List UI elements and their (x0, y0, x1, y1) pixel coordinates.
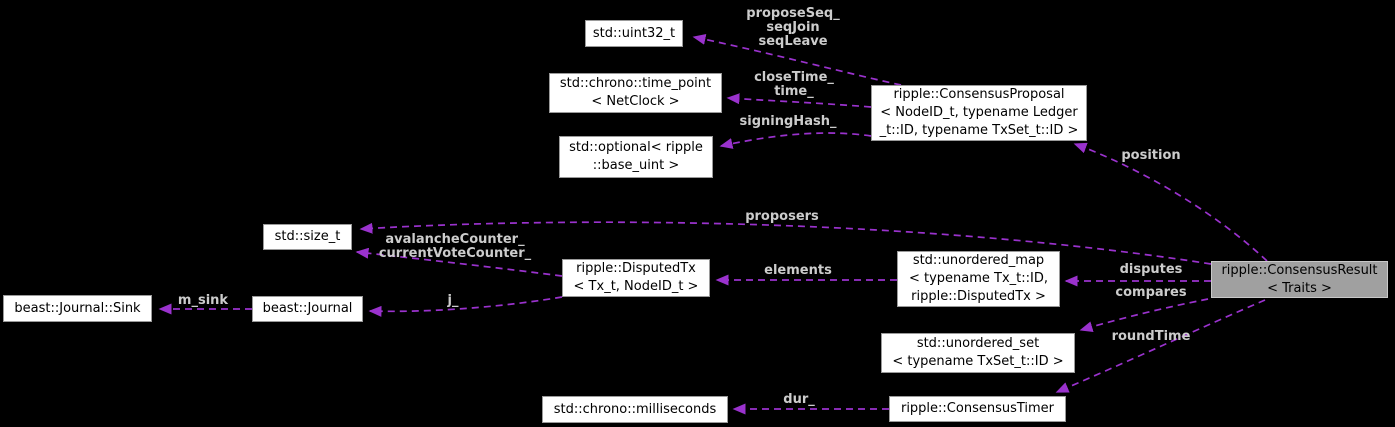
node-label: ripple::ConsensusTimer (900, 401, 1055, 416)
node-ripple-consensus-proposal[interactable]: ripple::ConsensusProposal < NodeID_t, ty… (871, 85, 1087, 141)
edge-compares (1079, 298, 1209, 333)
edge-signinghash (719, 132, 872, 149)
edge-roundtime (1055, 299, 1266, 393)
node-label: std::unordered_set (916, 336, 1040, 351)
edge-proposers (359, 221, 1212, 265)
edge-label-closetime: closeTime_ time_ (754, 70, 834, 99)
node-label: < Tx_t, NodeID_t > (573, 279, 699, 294)
node-label: beast::Journal::Sink (14, 300, 141, 316)
edge-j (368, 296, 563, 317)
node-label: < Traits > (1267, 280, 1332, 296)
node-label: _t::ID, typename TxSet_t::ID > (879, 123, 1079, 138)
node-label: < typename TxSet_t::ID > (892, 354, 1064, 369)
edge-avalanchecounter (355, 247, 563, 277)
edge-closetime (726, 93, 872, 108)
node-std-optional-base-uint[interactable]: std::optional< ripple ::base_uint > (559, 136, 713, 178)
node-label: std::optional< ripple (569, 140, 703, 155)
edge-label-msink: m_sink (177, 293, 229, 308)
edge-label-proposeseq: proposeSeq_ seqJoin seqLeave (746, 6, 840, 49)
edge-label-j: j_ (447, 293, 459, 308)
node-std-chrono-milliseconds[interactable]: std::chrono::milliseconds (542, 396, 728, 423)
node-beast-journal-sink[interactable]: beast::Journal::Sink (3, 295, 152, 322)
node-label: < typename Tx_t::ID, (908, 271, 1049, 286)
node-ripple-disputed-tx[interactable]: ripple::DisputedTx < Tx_t, NodeID_t > (562, 259, 710, 297)
node-label: ::base_uint > (592, 158, 680, 173)
node-std-size-t[interactable]: std::size_t (263, 224, 352, 250)
node-label: ripple::DisputedTx (576, 261, 696, 276)
node-std-unordered-set[interactable]: std::unordered_set < typename TxSet_t::I… (881, 333, 1075, 373)
edge-label-roundtime: roundTime (1111, 329, 1191, 344)
node-label: std::chrono::time_point (559, 76, 712, 91)
node-beast-journal[interactable]: beast::Journal (252, 296, 363, 322)
node-std-uint32-t[interactable]: std::uint32_t (585, 20, 683, 47)
edge-label-avalanchecounter: avalancheCounter_ currentVoteCounter_ (378, 232, 532, 261)
edge-label-compares: compares (1115, 285, 1187, 300)
node-label: ripple::ConsensusProposal (893, 87, 1065, 102)
node-label: std::uint32_t (592, 25, 676, 41)
node-label: < NetClock > (591, 94, 680, 109)
node-label: ripple::ConsensusResult (1221, 262, 1378, 278)
edge-label-position: position (1121, 148, 1181, 163)
edge-label-proposers: proposers (745, 209, 819, 224)
edge-label-elements: elements (764, 263, 832, 278)
edge-label-dur: dur_ (783, 392, 815, 407)
node-ripple-consensus-result[interactable]: ripple::ConsensusResult < Traits > (1211, 261, 1388, 298)
node-label: ripple::DisputedTx > (911, 289, 1046, 304)
node-label: std::chrono::milliseconds (553, 401, 717, 417)
edge-proposeseq (692, 33, 902, 86)
node-label: beast::Journal (262, 301, 353, 316)
node-label: std::unordered_map (912, 253, 1045, 268)
node-label: std::size_t (274, 229, 341, 244)
node-std-unordered-map[interactable]: std::unordered_map < typename Tx_t::ID, … (897, 251, 1060, 307)
edge-label-signinghash: signingHash_ (739, 114, 837, 129)
edge-label-disputes: disputes (1119, 262, 1183, 277)
node-ripple-consensus-timer[interactable]: ripple::ConsensusTimer (889, 396, 1066, 422)
node-label: < NodeID_t, typename Ledger (880, 105, 1078, 120)
edge-position (1073, 142, 1268, 262)
node-std-chrono-time-point[interactable]: std::chrono::time_point < NetClock > (549, 73, 722, 113)
